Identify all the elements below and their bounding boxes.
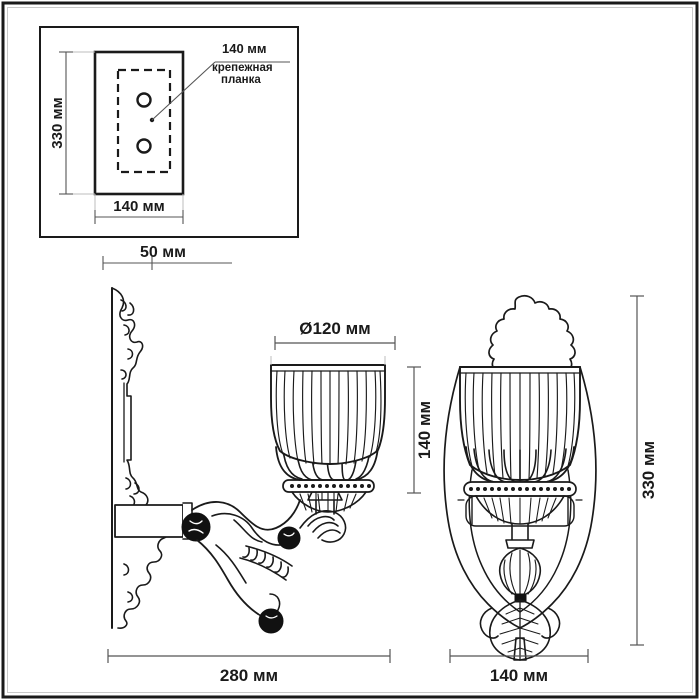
arm-inner-scroll-3 <box>233 519 263 543</box>
arm-inner-scroll-1 <box>211 512 287 546</box>
backplate-curl-8 <box>127 591 134 603</box>
shade-diameter-label: Ø120 мм <box>299 319 370 338</box>
detail-width-dimension: 140 мм <box>94 194 184 224</box>
overall-width-dimension: 140 мм <box>449 649 589 685</box>
front-palmette-ribs <box>503 549 537 597</box>
page-border-inner <box>7 7 693 693</box>
collar-beads-front <box>469 487 571 491</box>
backplate-curl-3 <box>127 348 134 360</box>
backplate-curl-2 <box>123 324 130 336</box>
bracket-dashed-outline <box>116 68 172 174</box>
arm-rosette-upper <box>181 512 211 542</box>
backplate-curl-4 <box>120 369 127 380</box>
leaf-fan-rib-2 <box>312 521 339 533</box>
callout-name-line2: планка <box>221 74 261 86</box>
overall-width-label: 140 мм <box>490 666 548 685</box>
screw-hole-bottom <box>136 138 152 154</box>
shade-skirt-side <box>275 446 379 481</box>
backplate-curl-5 <box>125 477 132 490</box>
arm-braid-seg5 <box>274 561 282 573</box>
projection-depth-dimension: 50 мм <box>102 244 232 270</box>
shade-stem-cap <box>307 491 343 501</box>
screw-hole-top <box>136 92 152 108</box>
leaf-flare-right <box>541 607 561 639</box>
front-stem-sides <box>511 523 529 541</box>
leaf-flare-left <box>479 607 499 639</box>
arm-rosette-upper-highlight-2 <box>188 528 204 534</box>
arm-outer-scroll-top <box>191 499 301 531</box>
collar-beads-side <box>290 484 371 488</box>
detail-height-dimension: 330 мм <box>49 51 95 195</box>
arm-terminal-ball-highlight <box>265 615 278 619</box>
overall-depth-label: 280 мм <box>220 666 278 685</box>
leaf-fan-rib-1 <box>307 515 335 527</box>
arm-braid-seg4 <box>266 556 274 568</box>
shade-diameter-dimension: Ø120 мм <box>270 319 396 365</box>
projection-depth-label: 50 мм <box>140 244 186 261</box>
shade-height-label: 140 мм <box>415 401 434 459</box>
leaf-fan-rib-3 <box>317 529 341 539</box>
callout-leader-line <box>151 61 216 121</box>
mounting-block <box>114 504 184 538</box>
detail-width-label: 140 мм <box>113 198 164 215</box>
front-band-sides <box>471 495 569 525</box>
arm-braid-upper-edge <box>245 545 293 567</box>
collar-bowl-flutes-front <box>483 497 557 525</box>
mounting-plate-detail: 140 мм крепежная планка 330 мм 140 мм <box>39 26 299 238</box>
shade-height-dimension: 140 мм <box>407 366 434 494</box>
arm-rosette-lower <box>277 526 301 550</box>
arm-rosette-lower-highlight <box>283 532 295 537</box>
overall-depth-dimension: 280 мм <box>107 649 391 685</box>
leaf-drop-tip <box>513 637 527 661</box>
arm-inner-scroll-2 <box>215 544 247 584</box>
arm-braid-seg3 <box>258 552 266 564</box>
arm-braid-seg1 <box>242 547 250 558</box>
side-elevation-view <box>111 287 387 634</box>
callout-name-line1: крепежная <box>212 62 273 74</box>
overall-height-dimension: 330 мм <box>630 295 658 646</box>
leaf-drop-veins <box>499 607 541 653</box>
arm-terminal-ball <box>258 608 284 634</box>
detail-height-label: 330 мм <box>49 97 66 148</box>
shade-stem-flutes <box>315 491 335 501</box>
arm-braid-seg6 <box>281 566 289 578</box>
callout-value: 140 мм <box>222 41 267 56</box>
overall-height-label: 330 мм <box>639 441 658 499</box>
shade-flutes-side <box>275 370 382 465</box>
arm-outer-scroll-lower <box>196 539 259 615</box>
backplate-curl-1 <box>120 299 127 312</box>
front-elevation-view <box>443 294 597 661</box>
backplate-curl-7 <box>123 563 130 576</box>
arm-rosette-upper-highlight-1 <box>189 520 203 525</box>
backplate-curl-9 <box>127 302 135 316</box>
front-band-frame <box>465 495 575 527</box>
front-stem-collar <box>505 539 535 549</box>
arm-braid-seg2 <box>250 549 258 561</box>
mounting-plate-outline <box>93 50 185 196</box>
collar-underside-flutes <box>299 493 357 513</box>
backplate-curl-10 <box>133 482 140 495</box>
